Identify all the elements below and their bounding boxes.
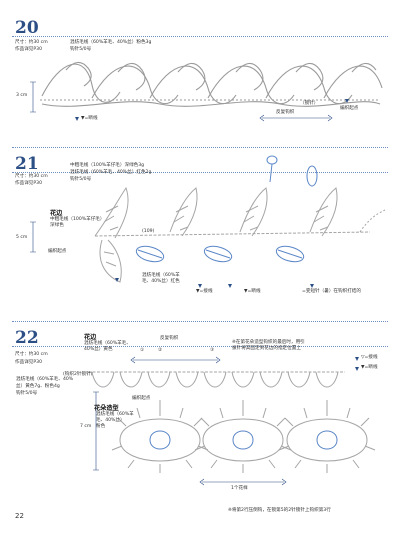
pattern-21-cut-a: ▼=接线 [196, 289, 213, 294]
pattern-22-method-ref: 作品详见P30 [15, 360, 42, 365]
pattern-22-marker-1: ① [140, 348, 145, 353]
pattern-20-yarn-2: 钩针5/0号 [70, 47, 92, 52]
pattern-20-size: 尺寸：约30 cm [15, 40, 48, 45]
pattern-22-repeat-label: 反复钩织 [160, 336, 179, 341]
pattern-21-size: 尺寸：约30 cm [15, 174, 48, 179]
pattern-21-method-ref: 作品详见P30 [15, 181, 42, 186]
pattern-22-yarn-1: 混纺毛线（60%羊毛、40% [16, 377, 74, 382]
pattern-number-21: 21 [15, 154, 39, 174]
pattern-22-cut-a: ▽=接线 [361, 355, 378, 360]
pattern-22-note-2: 拔针将其固定到花边的指定位置上 [232, 346, 301, 351]
pattern-21-edge-yarn-1: 中粗毛线（100%羊仔毛） [50, 217, 105, 222]
pattern-21-red-yarn-1: 混纺毛线（60%羊 [142, 273, 180, 278]
pattern-22-marker-3: ③ [210, 348, 215, 353]
pattern-22-top-divider [12, 321, 388, 322]
pattern-22-edge-yarn-1: 混纺毛线（60%羊毛、 [84, 341, 131, 346]
pattern-21-special-stitch: =变短针（暑）在钩织打结的 [302, 289, 361, 294]
pattern-20-start-label: 编织起点 [340, 106, 359, 111]
pattern-22-cut-b: ▼=断线 [361, 365, 378, 370]
pattern-22-size: 尺寸：约30 cm [15, 352, 48, 357]
pattern-20-divider [12, 36, 388, 37]
pattern-21-yarn-1: 中粗毛线（100%羊仔毛）深绿色3g [70, 163, 145, 168]
page-number: 22 [15, 512, 24, 520]
pattern-22-yarn-2: 丝）黄色7g、粉色4g [16, 384, 60, 389]
pattern-21-red-yarn-2: 毛、40%丝）红色 [142, 279, 180, 284]
pattern-20-sc-label: （锁针） [300, 101, 319, 106]
pattern-20-diagram [40, 61, 383, 107]
pattern-number-20: 20 [15, 18, 39, 38]
pattern-21-diagram [94, 186, 386, 283]
pattern-22-one-flower: 1个花样 [231, 486, 248, 491]
pattern-20-cut-label: ▼=断线 [81, 116, 98, 121]
pattern-21-edge-title: 花边 [50, 210, 63, 217]
pattern-22-join-label: (钩织2针锁针) [63, 372, 93, 377]
pattern-20-repeat-label: 反复钩织 [276, 110, 295, 115]
pattern-22-flower-title: 花朵造型 [94, 405, 119, 412]
pattern-22-note-1: ※在第花朵造型钩织的最后时，用引 [232, 340, 305, 345]
pattern-22-edge-title: 花边 [84, 334, 97, 341]
pattern-22-yarn-3: 钩针5/0号 [16, 391, 38, 396]
pattern-21-yarn-2: 混纺毛线（60%羊毛、40%丝）红色2g [70, 170, 152, 175]
pattern-22-marker-2: ② [158, 348, 163, 353]
pattern-22-diagram [88, 371, 376, 473]
pattern-22-flower-yarn-2: 毛、40%丝） [96, 418, 125, 423]
pattern-22-divider [12, 346, 388, 347]
pattern-20-height-label: 3 cm [16, 93, 28, 98]
pattern-21-height-label: 5 cm [16, 235, 28, 240]
pattern-22-footnote: ※将第2行压倒钩，在锁第5的2针锁针上钩织第3行 [228, 508, 331, 513]
pattern-21-start-label: 编织起点 [48, 249, 67, 254]
pattern-21-cut-b: ▼=断线 [244, 289, 261, 294]
pattern-21-chain-count: (109) [142, 229, 155, 234]
pattern-number-22: 22 [15, 328, 39, 348]
pattern-20-method-ref: 作品详见P30 [15, 47, 42, 52]
pattern-21-top-divider [12, 147, 388, 148]
pattern-22-flower-yarn-1: 混纺毛线（60%羊 [96, 412, 134, 417]
pattern-20-yarn-1: 混纺毛线（60%羊毛、40%丝）粉色3g [70, 40, 152, 45]
pattern-22-flower-yarn-3: 粉色 [96, 424, 106, 429]
pattern-21-divider [12, 172, 388, 173]
pattern-22-edge-yarn-2: 40%丝）黄色 [84, 347, 113, 352]
pattern-22-start-label: 编织起点 [132, 396, 151, 401]
pattern-21-yarn-3: 钩针5/0号 [70, 177, 92, 182]
pattern-22-height-label: 7 cm [80, 424, 92, 429]
pattern-21-edge-yarn-2: 深绿色 [50, 223, 64, 228]
